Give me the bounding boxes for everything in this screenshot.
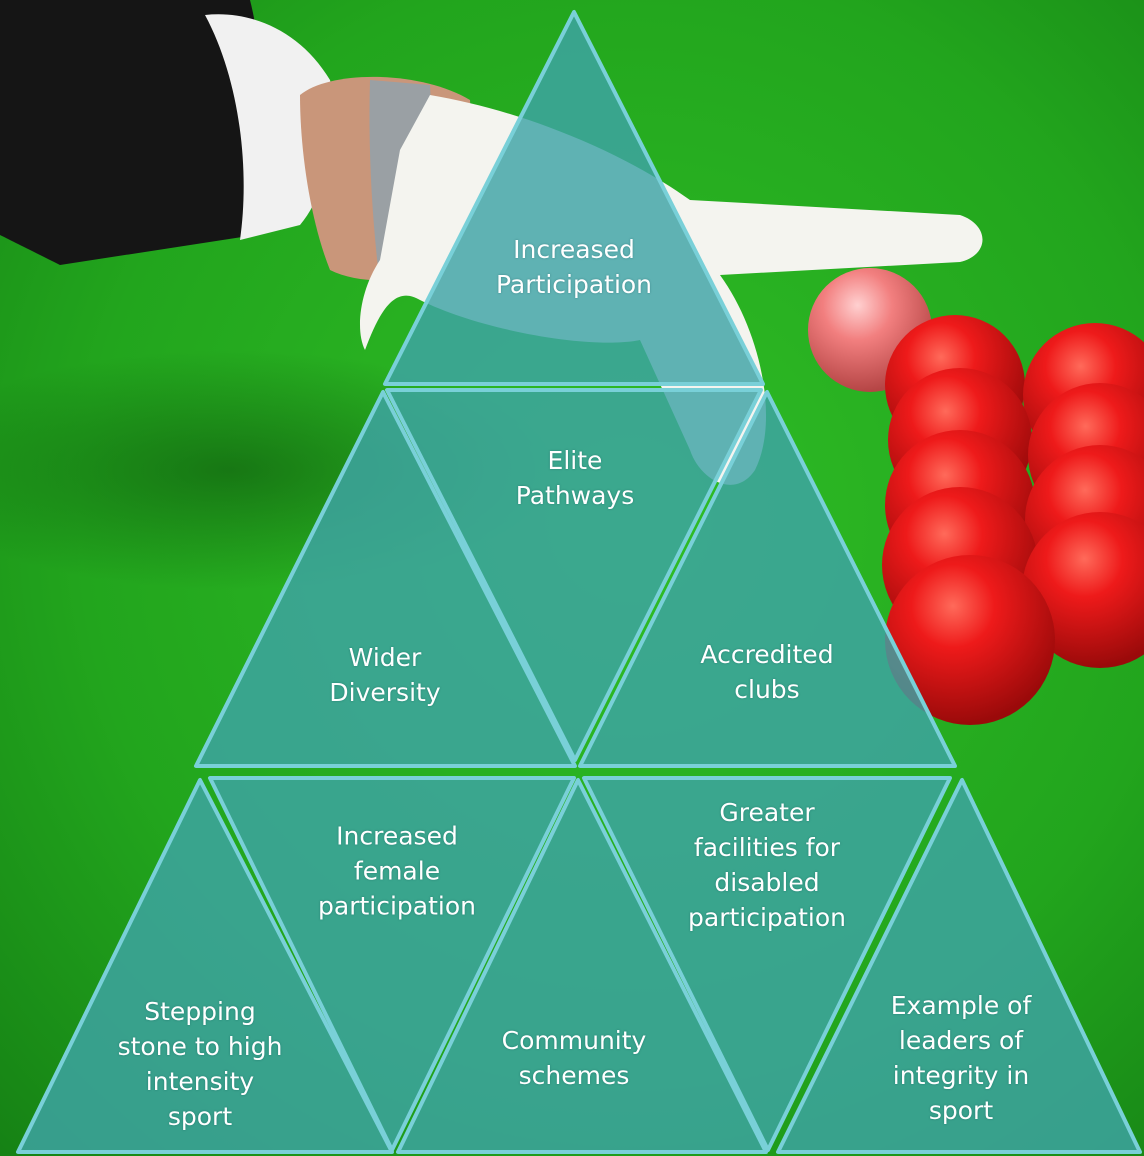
red-balls	[882, 315, 1144, 725]
triangle-leaders-integrity	[776, 778, 1142, 1154]
triangle-elite-pathways	[385, 388, 763, 762]
triangle-increased-female-participation	[208, 776, 576, 1152]
triangle-accredited-clubs	[578, 390, 957, 768]
triangle-disabled-participation	[582, 776, 952, 1152]
triangle-stepping-stone	[16, 778, 394, 1154]
shirt-cuff	[205, 14, 334, 240]
jacket-sleeve	[0, 0, 265, 265]
triangle-increased-participation	[383, 10, 765, 386]
triangle-community-schemes	[396, 778, 768, 1154]
triangle-wider-diversity	[194, 390, 577, 768]
